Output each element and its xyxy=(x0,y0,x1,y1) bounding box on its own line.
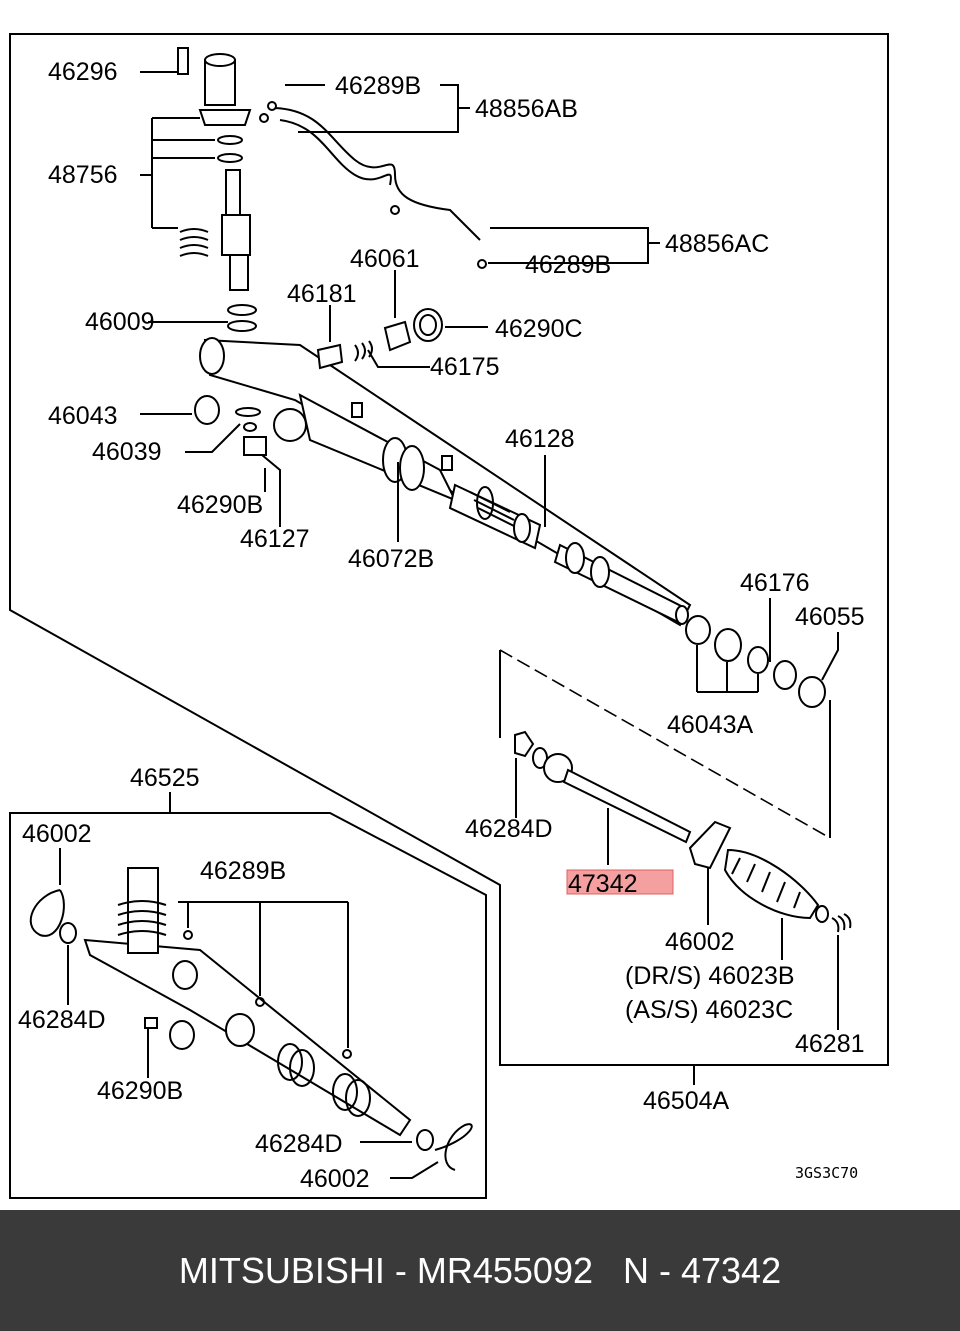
label-47342: 47342 xyxy=(568,870,638,898)
label-46504a: 46504A xyxy=(643,1087,730,1115)
label-46290b-inset: 46290B xyxy=(97,1077,183,1105)
tie-rod-group-outline xyxy=(499,649,831,839)
label-46128: 46128 xyxy=(505,425,575,453)
label-46055: 46055 xyxy=(795,603,865,631)
label-46009: 46009 xyxy=(85,308,155,336)
label-46290c: 46290C xyxy=(495,315,583,343)
label-46023c: (AS/S) 46023C xyxy=(625,996,793,1024)
drawing-code: 3GS3C70 xyxy=(795,1164,858,1182)
label-46290b-top: 46290B xyxy=(177,491,263,519)
label-46002-inset-top: 46002 xyxy=(22,820,92,848)
label-46175: 46175 xyxy=(430,353,500,381)
label-46002-inset-bottom: 46002 xyxy=(300,1165,370,1193)
label-46284d-inset: 46284D xyxy=(18,1006,106,1034)
label-46043: 46043 xyxy=(48,402,118,430)
label-46289b-mid: 46289B xyxy=(525,251,611,279)
label-46289b-top: 46289B xyxy=(335,72,421,100)
label-46023b: (DR/S) 46023B xyxy=(625,962,795,990)
label-46284d-inset-bottom: 46284D xyxy=(255,1130,343,1158)
label-46281: 46281 xyxy=(795,1030,865,1058)
main-frame xyxy=(9,33,889,1066)
pressure-pipes xyxy=(259,101,487,269)
label-46127: 46127 xyxy=(240,525,310,553)
label-46039: 46039 xyxy=(92,438,162,466)
label-46061: 46061 xyxy=(350,245,420,273)
tie-rod-47342 xyxy=(514,730,852,933)
label-46002-right: 46002 xyxy=(665,928,735,956)
inset-rack xyxy=(29,867,473,1171)
rack-housing xyxy=(199,337,692,627)
rack-end-seals xyxy=(685,615,826,708)
label-46043a: 46043A xyxy=(667,711,754,739)
label-48856ab: 48856AB xyxy=(475,95,578,123)
label-48856ac: 48856AC xyxy=(665,230,769,258)
pinion-valve xyxy=(177,47,257,332)
leader-lines xyxy=(59,71,839,1179)
yoke-parts xyxy=(194,308,443,456)
label-46176: 46176 xyxy=(740,569,810,597)
inset-frame xyxy=(9,812,487,1199)
parts-diagram: 46296 46289B 48856AB 48756 46061 48856AC… xyxy=(9,33,889,1199)
label-46289b-inset: 46289B xyxy=(200,857,286,885)
footer-bar: MITSUBISHI - MR455092 N - 47342 xyxy=(0,1210,960,1331)
label-46072b: 46072B xyxy=(348,545,434,573)
part-highlight xyxy=(566,869,674,895)
footer-part-text: MITSUBISHI - MR455092 N - 47342 xyxy=(178,1249,782,1291)
label-46284d-right: 46284D xyxy=(465,815,553,843)
label-48756: 48756 xyxy=(48,161,118,189)
label-46525: 46525 xyxy=(130,764,200,792)
label-46181: 46181 xyxy=(287,280,357,308)
label-46296: 46296 xyxy=(48,58,118,86)
